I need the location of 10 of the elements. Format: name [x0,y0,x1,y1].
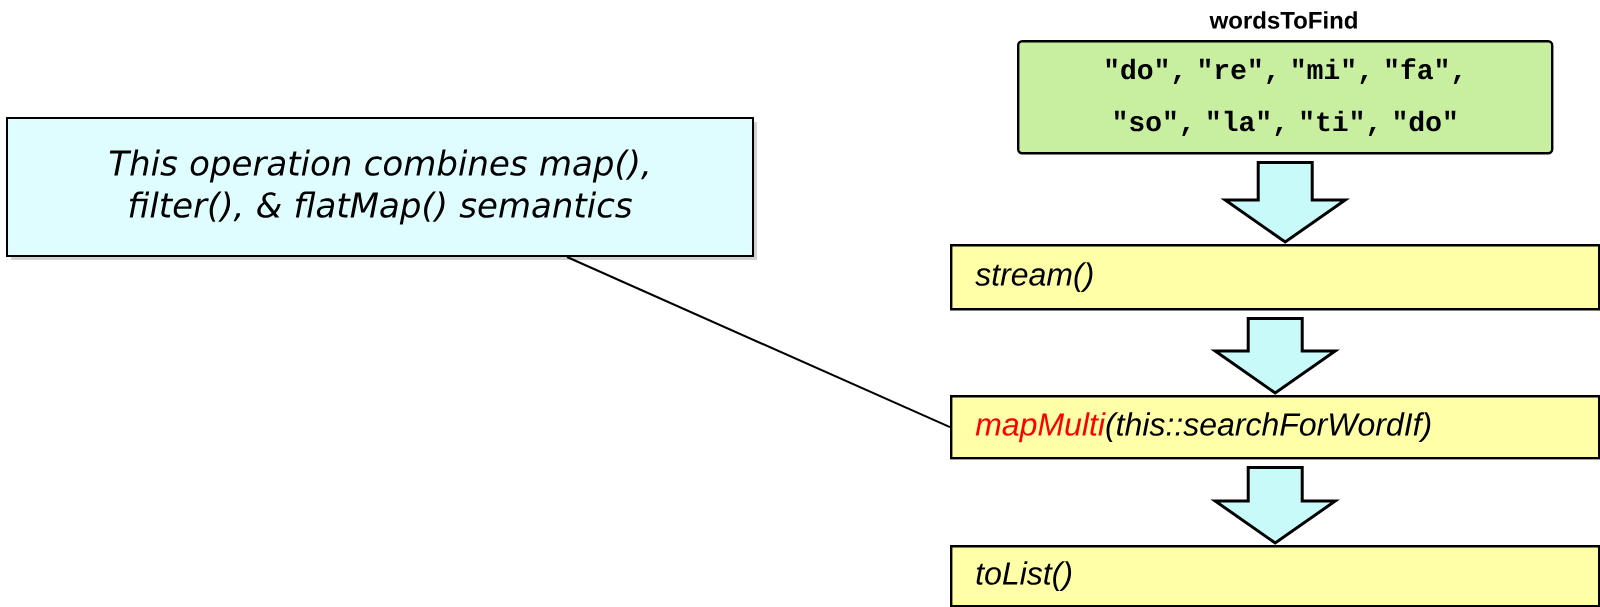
callout-box: This operation combines map(), filter(), & flatMap() semantics [6,117,757,260]
heading: wordsToFind [1209,11,1357,29]
step-box: mapMulti(this::searchForWordIf) [950,395,1600,460]
step-box: toList() [950,545,1600,607]
code-box: "do", "re", "mi", "fa", "so", "la", "ti", "do" [1017,40,1554,155]
step-box: stream() [950,244,1600,311]
block-arrow [1220,160,1350,244]
block-arrow [1210,316,1340,395]
block-arrow [1210,465,1340,545]
leader-line [566,256,951,429]
